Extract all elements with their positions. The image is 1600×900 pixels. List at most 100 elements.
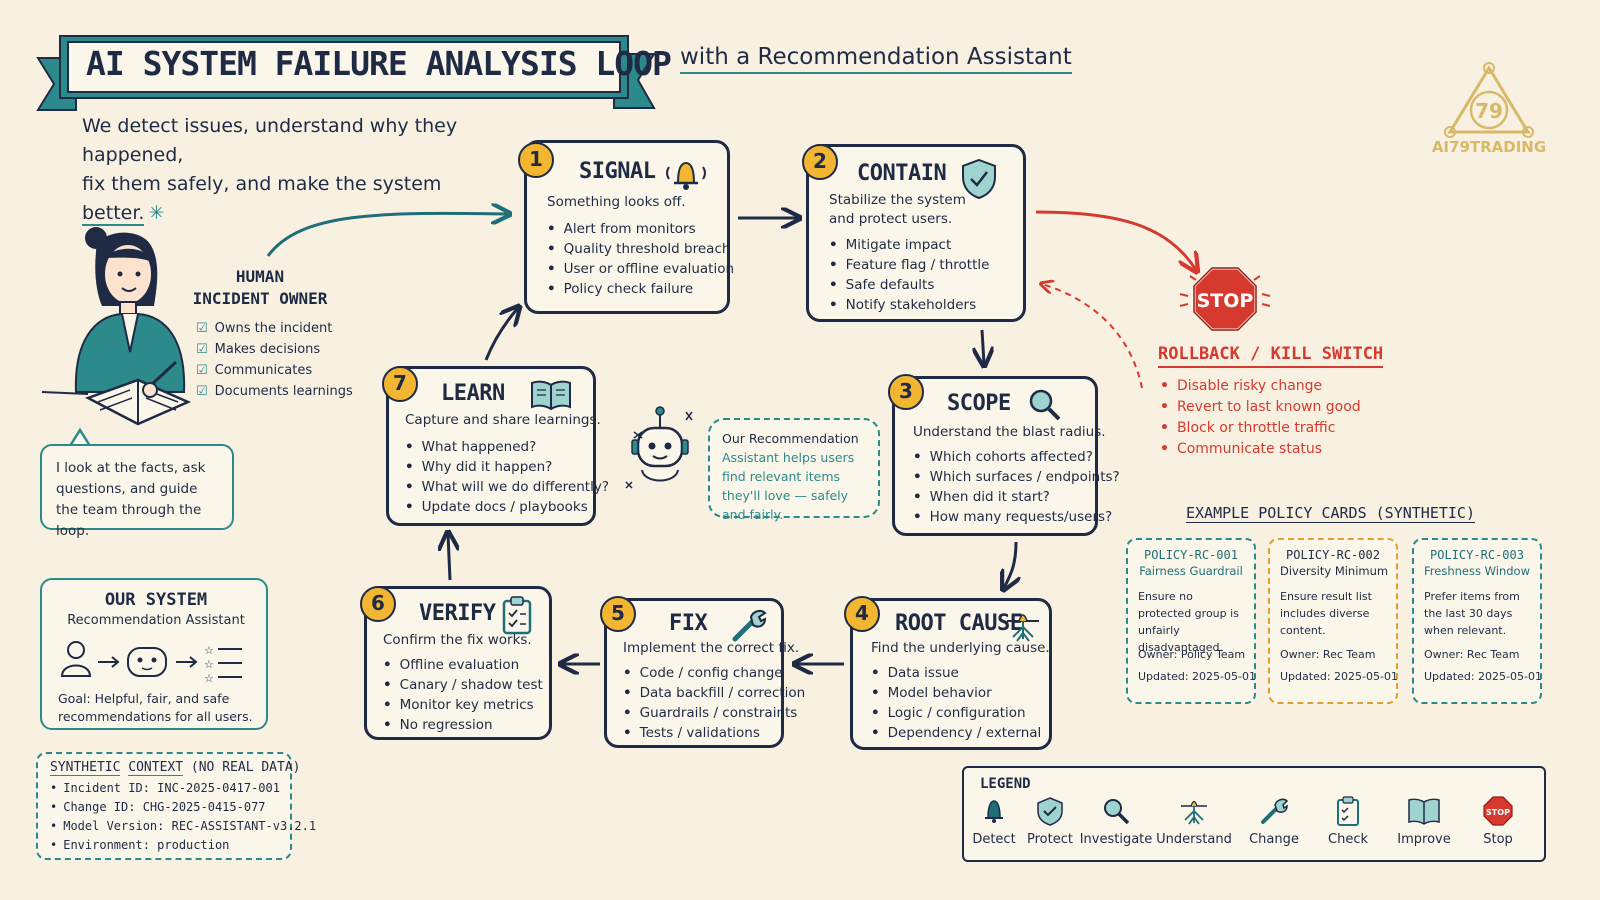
book-icon bbox=[531, 380, 571, 411]
clipboard-icon bbox=[502, 596, 532, 635]
checkbox-icon: ☑ bbox=[196, 342, 208, 357]
step-item: How many requests/users? bbox=[913, 507, 1120, 527]
brand-logo: 79 AI79TRADING bbox=[1424, 62, 1554, 162]
policy-name: Freshness Window bbox=[1424, 564, 1530, 578]
step-item: No regression bbox=[383, 715, 543, 735]
step-verify-card: VERIFY Confirm the fix works. Offline ev… bbox=[364, 586, 552, 740]
step-items: Data issue Model behavior Logic / config… bbox=[871, 663, 1042, 743]
synthetic-context-list: Incident ID: INC-2025-0417-001 Change ID… bbox=[50, 779, 316, 855]
clipboard-icon bbox=[1337, 796, 1359, 826]
legend-title: LEGEND bbox=[980, 776, 1031, 792]
tagline: We detect issues, understand why they ha… bbox=[82, 112, 522, 228]
step-item: Canary / shadow test bbox=[383, 675, 543, 695]
step-item: Data issue bbox=[871, 663, 1041, 683]
step-number-badge: 6 bbox=[360, 586, 396, 622]
policy-name: Diversity Minimum bbox=[1280, 564, 1389, 578]
step-item: Mitigate impact bbox=[829, 235, 989, 255]
owner-responsibilities: ☑Owns the incident ☑Makes decisions ☑Com… bbox=[196, 318, 353, 402]
policy-card: POLICY-RC-001 Fairness Guardrail Ensure … bbox=[1126, 538, 1256, 704]
step-description: Capture and share learnings. bbox=[405, 412, 601, 428]
step-item: Alert from monitors bbox=[547, 219, 734, 239]
arrow-contain-to-rollback bbox=[1035, 210, 1196, 270]
step-item: Tests / validations bbox=[623, 723, 805, 743]
policy-card: POLICY-RC-002 Diversity Minimum Ensure r… bbox=[1268, 538, 1398, 704]
step-title: SCOPE bbox=[947, 391, 1011, 416]
step-scope-card: SCOPE Understand the blast radius. Which… bbox=[892, 376, 1120, 536]
context-item: Environment: production bbox=[50, 836, 278, 855]
legend-item-detect: Detect bbox=[954, 796, 1034, 847]
step-number-badge: 2 bbox=[802, 144, 838, 180]
step-item: Which surfaces / endpoints? bbox=[913, 467, 1120, 487]
logo-number: 79 bbox=[1475, 99, 1503, 123]
shield-icon bbox=[1037, 797, 1063, 826]
speech-tail-icon bbox=[68, 428, 92, 447]
context-item: Change ID: CHG-2025-0415-077 bbox=[50, 798, 278, 817]
logo-text: AI79TRADING bbox=[1431, 138, 1547, 156]
step-item: Guardrails / constraints bbox=[623, 703, 805, 723]
arrow-learn-to-signal bbox=[484, 308, 518, 361]
magnifier-icon bbox=[1104, 799, 1130, 825]
book-icon bbox=[1408, 798, 1440, 825]
stop-icon-text: STOP bbox=[1486, 808, 1510, 817]
owner-title: HUMAN INCIDENT OWNER bbox=[180, 266, 340, 310]
tagline-highlight: better. bbox=[82, 202, 145, 226]
step-description: Something looks off. bbox=[547, 194, 686, 210]
assistant-note-body: Assistant helps users find relevant item… bbox=[722, 450, 855, 522]
policy-description: Ensure no protected group is unfairly di… bbox=[1138, 590, 1239, 654]
context-item: Model Version: REC-ASSISTANT-v3.2.1 bbox=[50, 817, 316, 836]
arrow-contain-to-scope bbox=[982, 329, 984, 364]
policy-description: Prefer items from the last 30 days when … bbox=[1424, 590, 1520, 637]
step-description: Implement the correct fix. bbox=[623, 640, 800, 656]
magnifier-icon bbox=[1029, 389, 1061, 421]
rollback-item: Revert to last known good bbox=[1160, 397, 1361, 418]
our-system-title: OUR SYSTEM bbox=[104, 590, 208, 610]
step-number-badge: 1 bbox=[518, 142, 554, 178]
step-item: Monitor key metrics bbox=[383, 695, 543, 715]
checkbox-icon: ☑ bbox=[196, 321, 208, 336]
roots-icon bbox=[1181, 800, 1207, 825]
step-item: Code / config change bbox=[623, 663, 805, 683]
legend-item-protect: Protect bbox=[1010, 796, 1090, 847]
rollback-item: Block or throttle traffic bbox=[1160, 418, 1361, 439]
title-banner: AI SYSTEM FAILURE ANALYSIS LOOP bbox=[36, 24, 672, 114]
step-item: Notify stakeholders bbox=[829, 295, 989, 315]
legend-item-understand: Understand bbox=[1154, 796, 1234, 847]
policy-id: POLICY-RC-003 bbox=[1430, 548, 1524, 562]
legend-item-improve: Improve bbox=[1384, 796, 1464, 847]
legend: LEGEND Detect Protect Investigate Unders… bbox=[962, 766, 1546, 862]
arrow-verify-to-learn bbox=[448, 534, 450, 581]
step-items: Mitigate impact Feature flag / throttle … bbox=[829, 235, 990, 315]
checkbox-icon: ☑ bbox=[196, 384, 208, 399]
step-item: Offline evaluation bbox=[383, 655, 543, 675]
wrench-icon bbox=[1261, 798, 1289, 824]
assistant-note-lead: Our Recommendation bbox=[722, 431, 859, 446]
step-number-badge: 5 bbox=[600, 596, 636, 632]
tagline-line1: We detect issues, understand why they ha… bbox=[82, 115, 458, 166]
legend-item-change: Change bbox=[1234, 796, 1314, 847]
owner-item: ☑Owns the incident bbox=[196, 321, 333, 336]
step-title: FIX bbox=[669, 611, 708, 636]
step-signal-card: SIGNAL Something looks off. Alert from m… bbox=[524, 140, 734, 314]
svg-text:☆: ☆ bbox=[204, 658, 214, 671]
policy-owner: Owner: Rec Team bbox=[1280, 648, 1376, 661]
synthetic-context-box: SYNTHETIC CONTEXT (NO REAL DATA) Inciden… bbox=[36, 752, 316, 860]
policy-owner: Owner: Rec Team bbox=[1424, 648, 1520, 661]
owner-speech-bubble: I look at the facts, ask questions, and … bbox=[40, 444, 234, 539]
wrench-icon bbox=[732, 609, 767, 642]
step-item: Quality threshold breach bbox=[547, 239, 734, 259]
banner-ribbon bbox=[36, 35, 656, 111]
our-system-card: OUR SYSTEM Recommendation Assistant ☆ ☆ … bbox=[40, 578, 268, 730]
step-item: Policy check failure bbox=[547, 279, 734, 299]
step-number-badge: 3 bbox=[888, 374, 924, 410]
step-contain-card: CONTAIN Stabilize the system and protect… bbox=[806, 144, 1026, 322]
step-item: Model behavior bbox=[871, 683, 1041, 703]
step-items: What happened? Why did it happen? What w… bbox=[405, 437, 609, 517]
page-subtitle: with a Recommendation Assistant bbox=[680, 44, 1072, 74]
step-description: Stabilize the system and protect users. bbox=[829, 192, 966, 227]
step-description: Confirm the fix works. bbox=[383, 632, 532, 648]
arrow-rollback-to-contain bbox=[1042, 284, 1143, 389]
step-item: When did it start? bbox=[913, 487, 1120, 507]
step-description: Understand the blast radius. bbox=[913, 424, 1106, 440]
synthetic-context-title: SYNTHETIC CONTEXT (NO REAL DATA) bbox=[50, 760, 301, 776]
stop-sign-icon: STOP bbox=[1179, 266, 1271, 332]
